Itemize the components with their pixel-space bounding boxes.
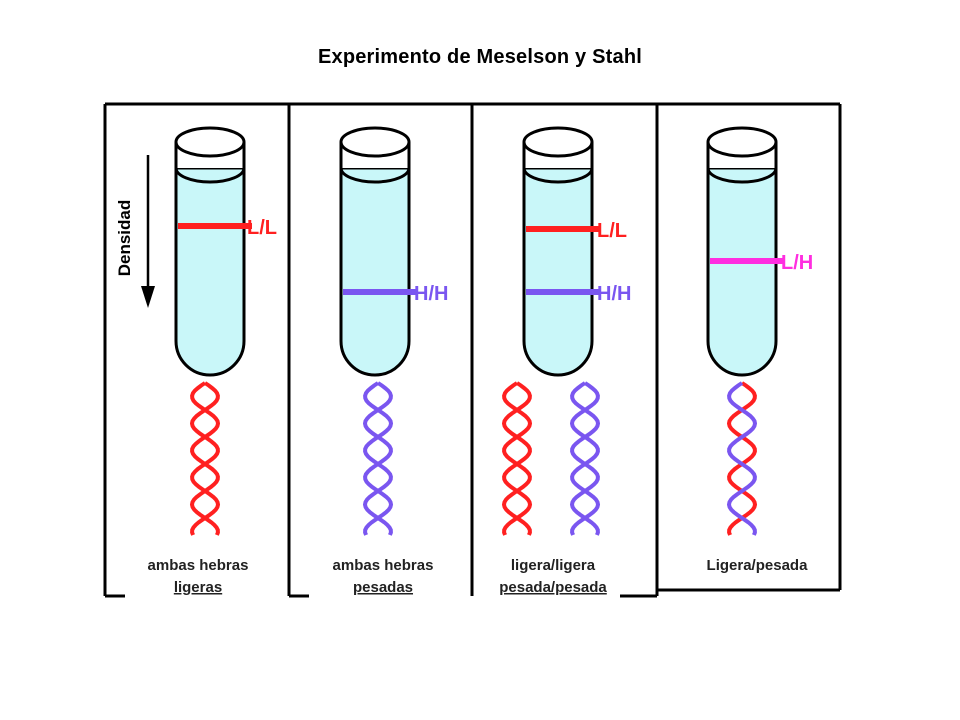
test-tube-body — [706, 166, 778, 377]
panel-1: L/L ambas hebras ligeras — [148, 126, 277, 596]
dna-strand — [362, 381, 394, 536]
band-label: L/H — [781, 252, 813, 274]
density-arrow-head — [141, 286, 155, 308]
panel-2: H/H ambas hebras pesadas — [333, 126, 448, 596]
dna-strand — [189, 381, 221, 536]
dna-strand — [362, 381, 394, 536]
test-tube-body — [174, 166, 246, 377]
panel-frames — [103, 102, 842, 598]
caption-line-1: ligera/ligera — [511, 557, 596, 574]
page-title: Experimento de Meselson y Stahl — [317, 46, 643, 68]
caption-line-1: ambas hebras — [148, 557, 249, 574]
caption-line-2: pesada/pesada — [499, 579, 607, 596]
tube-cap-lower-rim — [522, 167, 594, 184]
tube-cap-lower-rim — [706, 167, 778, 184]
tube-cap-lower-rim — [339, 167, 411, 184]
band-label: L/L — [247, 217, 277, 239]
density-axis: Densidad — [115, 155, 155, 308]
dna-double-helix — [569, 381, 601, 536]
tube-cap-lower-rim — [174, 167, 246, 184]
caption-line-2: pesadas — [353, 579, 413, 596]
band-label: H/H — [597, 283, 631, 305]
panel-3: L/L H/H ligera/ligera pesada/pesada — [499, 126, 631, 596]
panels: L/L ambas hebras ligeras H/H ambas hebras pes… — [148, 126, 813, 596]
dna-strand — [569, 381, 601, 536]
band-label: L/L — [597, 220, 627, 242]
panel-4: L/H Ligera/pesada — [706, 126, 813, 574]
dna-strand — [726, 381, 758, 536]
band-label: H/H — [414, 283, 448, 305]
tube-cap-top — [706, 126, 778, 158]
dna-strand — [189, 381, 221, 536]
dna-strand — [501, 381, 533, 536]
dna-double-helix — [362, 381, 394, 536]
caption-line-1: ambas hebras — [333, 557, 434, 574]
caption-line-2: ligeras — [174, 579, 222, 596]
density-axis-label: Densidad — [115, 200, 134, 277]
caption-line-1: Ligera/pesada — [707, 557, 809, 574]
tube-cap-top — [339, 126, 411, 158]
dna-double-helix — [189, 381, 221, 536]
dna-double-helix — [501, 381, 533, 536]
dna-strand — [569, 381, 601, 536]
tube-cap-top — [174, 126, 246, 158]
test-tube-body — [522, 166, 594, 377]
dna-double-helix — [726, 381, 758, 536]
dna-strand — [726, 381, 758, 536]
tube-cap-top — [522, 126, 594, 158]
dna-strand — [501, 381, 533, 536]
test-tube-body — [339, 166, 411, 377]
